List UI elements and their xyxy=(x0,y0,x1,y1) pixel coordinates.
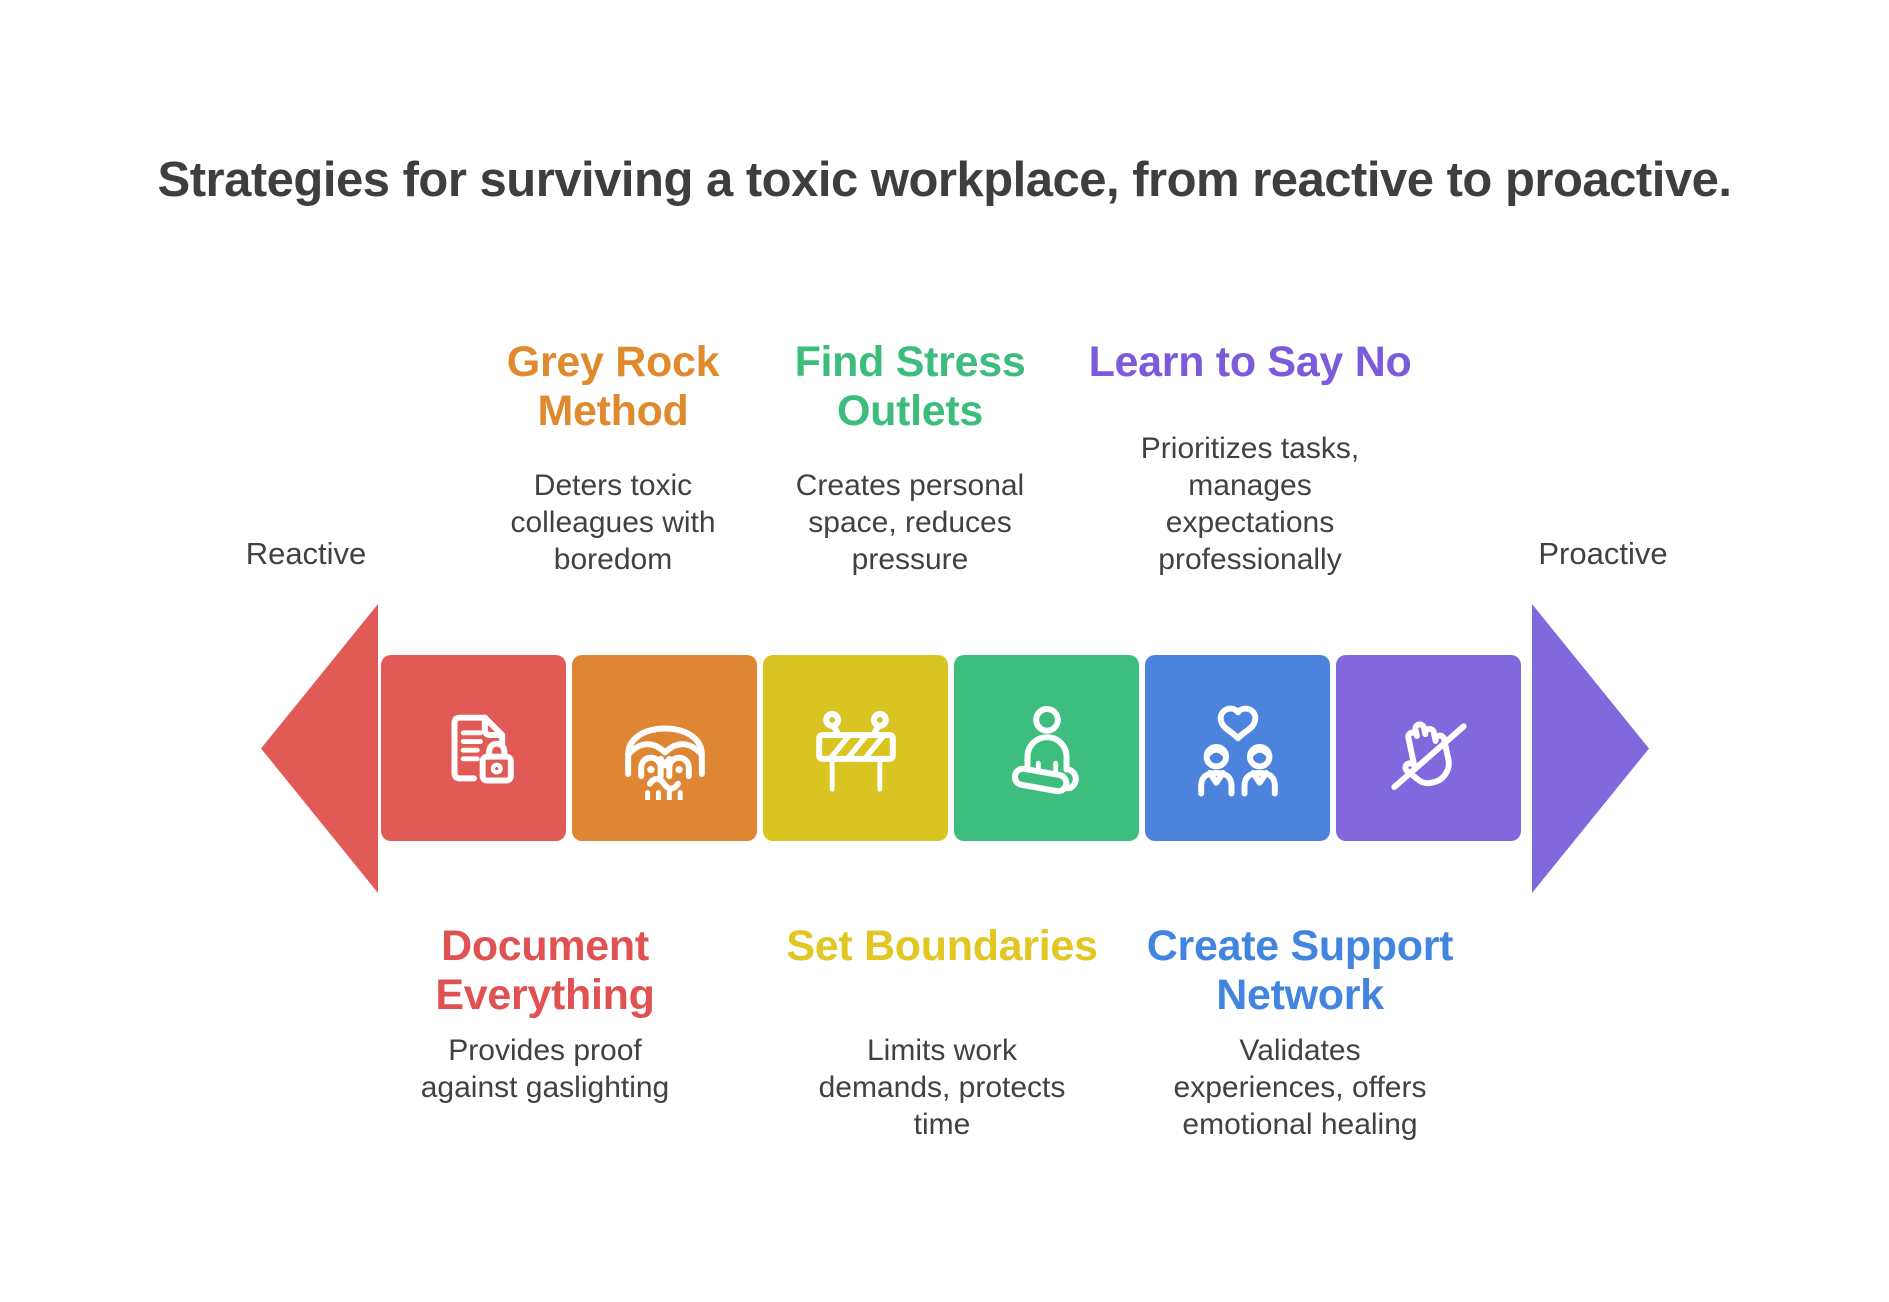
strategy-boxes xyxy=(381,655,1521,841)
grey-rock-method-box xyxy=(572,655,757,841)
learn-to-say-no-description: Prioritizes tasks, manages expectations … xyxy=(1140,432,1360,576)
page-title: Strategies for surviving a toxic workpla… xyxy=(157,153,1732,207)
set-boundaries-heading: Set Boundaries xyxy=(786,922,1098,970)
find-stress-outlets-heading: Find Stress Outlets xyxy=(794,338,1026,435)
create-support-network-box xyxy=(1145,655,1330,841)
grey-rock-mask-icon xyxy=(624,725,705,800)
right-arrowhead xyxy=(1532,604,1649,893)
document-everything-box xyxy=(381,655,566,841)
grey-rock-method-description: Deters toxic colleagues with boredom xyxy=(510,469,716,576)
set-boundaries-description: Limits work demands, protects time xyxy=(818,1034,1066,1141)
reactive-label: Reactive xyxy=(245,536,367,571)
create-support-network-description: Validates experiences, offers emotional … xyxy=(1173,1034,1427,1141)
grey-rock-method-heading: Grey Rock Method xyxy=(506,338,720,435)
set-boundaries-box xyxy=(763,655,948,841)
learn-to-say-no-box xyxy=(1336,655,1521,841)
create-support-network-heading: Create Support Network xyxy=(1146,922,1454,1019)
find-stress-outlets-description: Creates personal space, reduces pressure xyxy=(795,469,1025,576)
document-everything-description: Provides proof against gaslighting xyxy=(420,1034,670,1104)
support-network-icon xyxy=(1197,705,1278,797)
document-lock-icon xyxy=(451,714,514,784)
barrier-icon xyxy=(815,710,896,792)
proactive-label: Proactive xyxy=(1538,536,1668,571)
meditation-icon xyxy=(1011,706,1079,795)
hand-no-icon xyxy=(1390,721,1467,790)
left-arrowhead xyxy=(261,604,378,893)
document-everything-heading: Document Everything xyxy=(435,922,655,1019)
learn-to-say-no-heading: Learn to Say No xyxy=(1088,338,1412,386)
find-stress-outlets-box xyxy=(954,655,1139,841)
